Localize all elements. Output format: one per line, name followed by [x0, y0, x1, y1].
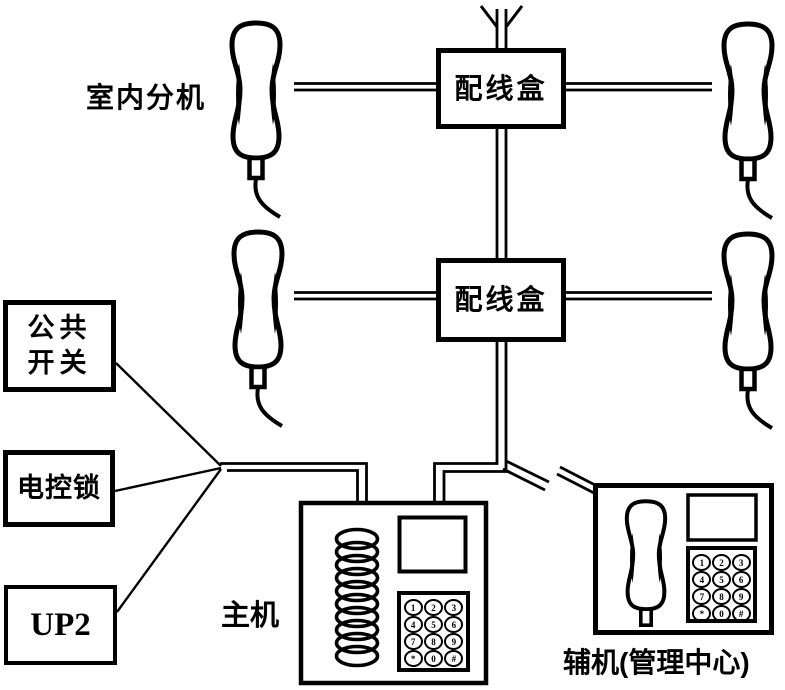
aux-link-line: [502, 459, 550, 492]
distribution-box-2: 配线盒: [436, 258, 566, 342]
main-unit-label: 主机: [221, 600, 280, 632]
keypad-key: *: [403, 650, 423, 667]
keypad-key: 9: [444, 633, 464, 650]
indoor-extension-label: 室内分机: [86, 82, 207, 113]
branch-line-mid-right: [564, 291, 712, 301]
keypad-key: 0: [423, 650, 443, 667]
line-break-icon: [556, 465, 598, 495]
keypad-key: 6: [731, 571, 751, 588]
handset-icon: [724, 24, 772, 220]
keypad-key: 4: [692, 571, 712, 588]
keypad-key: #: [444, 650, 464, 667]
branch-line-top-right: [564, 82, 712, 92]
handset-icon: [232, 23, 280, 219]
aux-unit-display: [686, 493, 758, 542]
keypad-key: 5: [423, 616, 443, 633]
keypad-key: 6: [444, 616, 464, 633]
up2-box: UP2: [4, 585, 117, 665]
keypad-key: 9: [731, 588, 751, 605]
branch-line-mid-left: [294, 291, 440, 301]
coil-icon: [334, 527, 380, 668]
handset-icon: [724, 234, 772, 430]
device-trunk-line: [220, 462, 368, 503]
keypad-key: 1: [403, 599, 423, 616]
keypad-key: 4: [403, 616, 423, 633]
keypad-key: 1: [692, 554, 712, 571]
keypad-key: 0: [711, 605, 731, 622]
keypad-key: *: [692, 605, 712, 622]
keypad-key: 2: [711, 554, 731, 571]
keypad-key: 3: [444, 599, 464, 616]
keypad-key: 7: [692, 588, 712, 605]
keypad-key: 2: [423, 599, 443, 616]
device-connection-lines: [114, 362, 222, 613]
keypad-key: 8: [423, 633, 443, 650]
riser-line: [433, 9, 508, 503]
aux-handset-icon: [627, 501, 665, 625]
electric-lock-box: 电控锁: [3, 450, 115, 527]
antenna-fork-icon: [479, 5, 524, 28]
branch-line-top-left: [294, 82, 440, 92]
public-switch-box: 公共 开关: [3, 300, 116, 392]
keypad-key: 5: [711, 571, 731, 588]
distribution-box-1: 配线盒: [436, 48, 566, 129]
main-unit-display: [397, 515, 468, 574]
handset-icon: [234, 232, 282, 428]
keypad-key: 8: [711, 588, 731, 605]
aux-unit-label: 辅机(管理中心): [563, 647, 750, 678]
keypad-key: #: [731, 605, 751, 622]
keypad-key: 3: [731, 554, 751, 571]
keypad-key: 7: [403, 633, 423, 650]
